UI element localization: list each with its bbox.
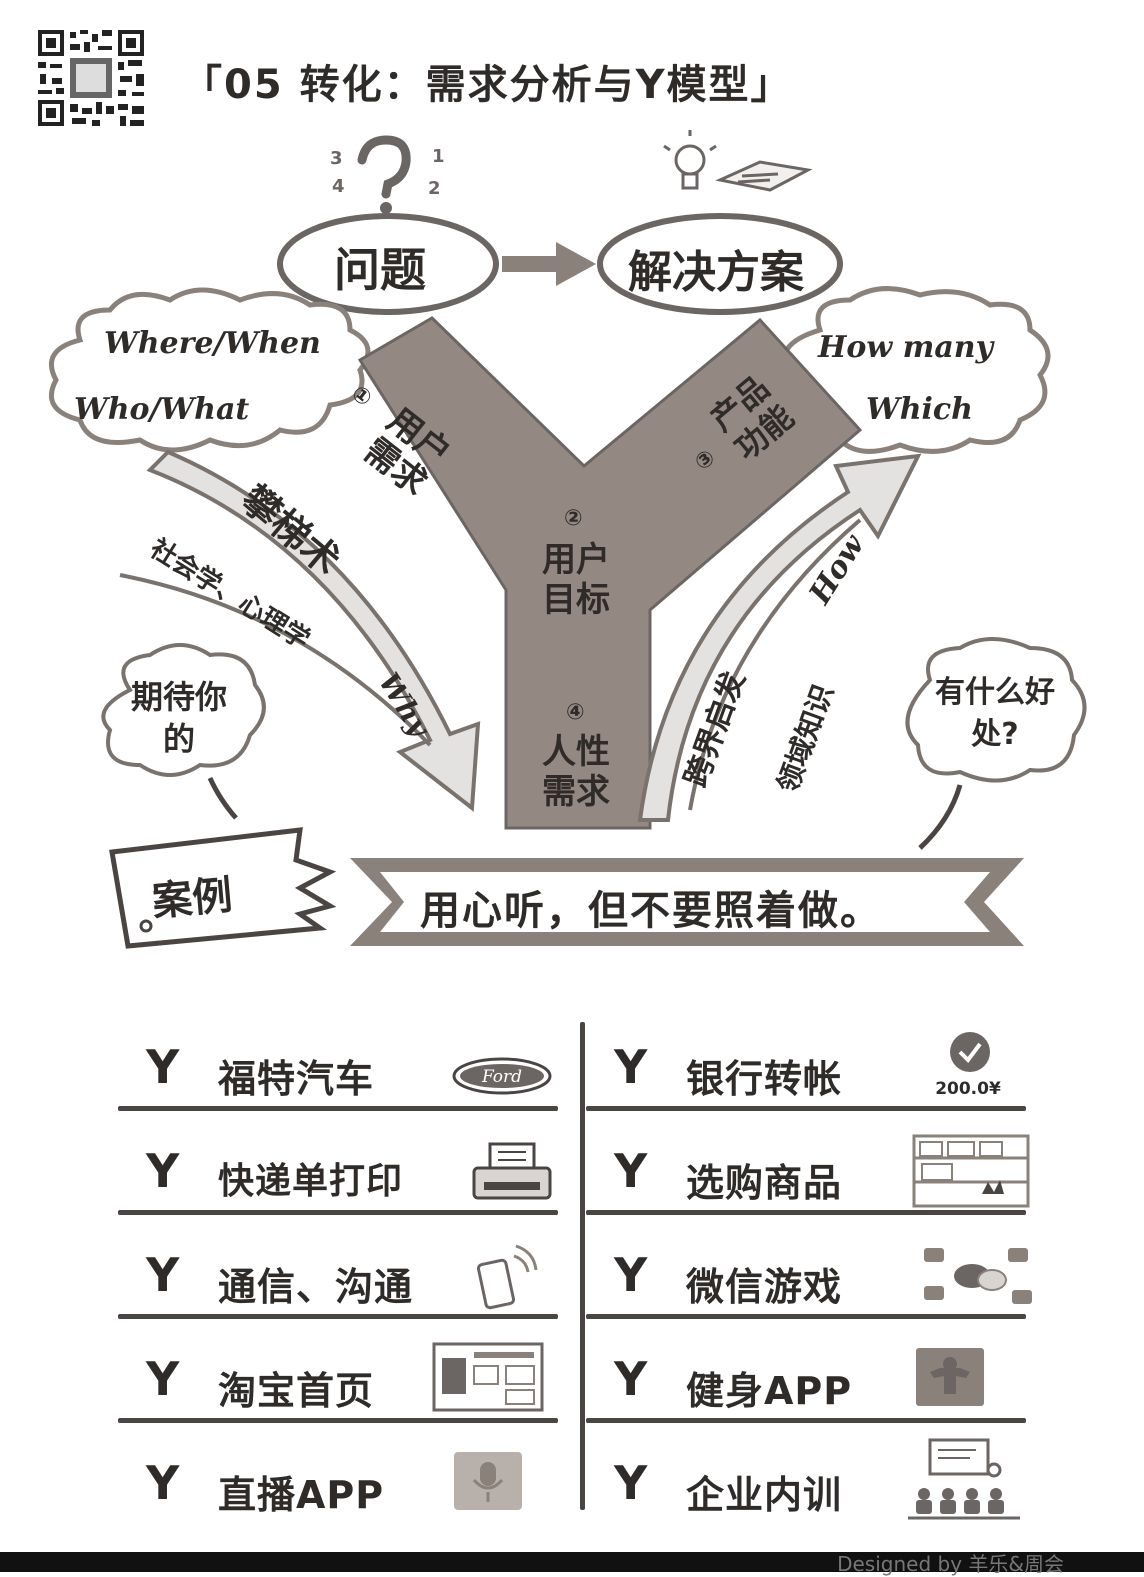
left-cloud-line2: Who/What	[74, 392, 250, 427]
footer-bar	[0, 1552, 1144, 1572]
y-glyph: Y	[614, 1352, 648, 1406]
case-row-ford: Y 福特汽车 Ford	[118, 1030, 558, 1126]
y-glyph: Y	[614, 1040, 648, 1094]
right-speech-bubble	[905, 637, 1087, 783]
case-row-training: Y 企业内训	[586, 1438, 1026, 1542]
solution-label: 解决方案	[628, 247, 804, 298]
ford-logo-icon: Ford	[452, 1057, 552, 1095]
question-number-2: 2	[428, 178, 441, 199]
case-tag-label: 案例	[150, 872, 235, 926]
y-glyph: Y	[146, 1456, 180, 1510]
right-cloud-line1: How many	[818, 330, 994, 365]
svg-text:Ford: Ford	[481, 1067, 522, 1087]
y-glyph: Y	[614, 1248, 648, 1302]
notepad-icon	[715, 160, 813, 192]
qr-code-icon	[36, 28, 146, 128]
right-bubble-tail	[918, 784, 963, 850]
printer-icon	[472, 1142, 552, 1200]
question-dot	[380, 202, 392, 214]
case-label: 银行转帐	[686, 1057, 843, 1101]
left-speech-bubble	[101, 643, 266, 777]
webpage-icon	[432, 1342, 544, 1412]
svg-text:200.0¥: 200.0¥	[935, 1079, 1001, 1099]
case-label: 淘宝首页	[218, 1369, 375, 1413]
shelf-icon	[912, 1134, 1030, 1208]
right-thin-arrow	[688, 518, 862, 811]
left-curved-arrow	[146, 449, 481, 812]
case-row-bank: Y 银行转帐 200.0¥	[586, 1030, 1026, 1126]
y-model-diagram	[49, 130, 1087, 949]
y-glyph: Y	[614, 1456, 648, 1510]
problem-ellipse	[277, 213, 499, 315]
microphone-icon	[454, 1452, 522, 1510]
right-cloud-line2: Which	[866, 392, 973, 427]
case-row-communication: Y 通信、沟通	[118, 1238, 558, 1334]
node2-number: ②	[564, 506, 583, 531]
y-glyph: Y	[146, 1040, 180, 1094]
arrow-right-icon	[502, 242, 596, 286]
node2-label: 用户目标	[542, 540, 610, 620]
case-label: 直播APP	[218, 1473, 385, 1517]
left-cloud	[49, 287, 371, 453]
case-label: 选购商品	[686, 1161, 843, 1205]
page-title: 「05 转化：需求分析与Y模型」	[182, 62, 793, 108]
check-icon: 200.0¥	[935, 1032, 1001, 1099]
case-label: 微信游戏	[686, 1265, 843, 1309]
y-glyph: Y	[146, 1144, 180, 1198]
y-glyph: Y	[146, 1352, 180, 1406]
question-mark-icon	[357, 135, 411, 199]
right-bubble-text: 有什么好处?	[935, 675, 1055, 752]
case-label: 企业内训	[686, 1473, 843, 1517]
node4-label: 人性需求	[542, 732, 610, 812]
y-glyph: Y	[146, 1248, 180, 1302]
case-list: Y 福特汽车 Ford Y 快递单打印 Y 通信、沟通 Y 淘宝首页	[118, 1022, 1032, 1530]
question-number-1: 1	[432, 146, 445, 167]
case-row-wechat-game: Y 微信游戏	[586, 1238, 1032, 1334]
y-shape	[357, 316, 863, 830]
fitness-icon	[916, 1348, 984, 1406]
case-row-fitness: Y 健身APP	[586, 1342, 1026, 1438]
question-number-4: 4	[332, 176, 345, 197]
left-cloud-line1: Where/When	[104, 326, 321, 361]
case-label: 快递单打印	[218, 1161, 404, 1202]
chat-icon	[924, 1248, 1032, 1304]
slogan-text: 用心听，但不要照着做。	[420, 888, 882, 934]
y-glyph: Y	[614, 1144, 648, 1198]
case-label: 健身APP	[686, 1369, 853, 1413]
designer-credit: Designed by 羊乐&周会	[837, 1552, 1064, 1576]
phone-icon	[476, 1244, 538, 1310]
case-label: 福特汽车	[218, 1057, 375, 1101]
light-bulb-icon	[663, 130, 717, 190]
case-row-printer: Y 快递单打印	[118, 1134, 558, 1230]
case-tag	[109, 827, 337, 949]
case-row-shopping: Y 选购商品	[586, 1134, 1030, 1230]
left-thin-arrow	[119, 573, 432, 747]
left-bubble-tail	[207, 776, 238, 820]
node4-number: ④	[566, 700, 585, 725]
left-bubble-text: 期待你的	[130, 678, 227, 758]
problem-label: 问题	[334, 243, 426, 297]
case-label: 通信、沟通	[218, 1265, 414, 1309]
training-icon	[908, 1438, 1020, 1520]
question-number-3: 3	[330, 148, 343, 169]
case-divider	[580, 1022, 585, 1510]
solution-ellipse	[597, 213, 843, 315]
case-row-taobao: Y 淘宝首页	[118, 1342, 558, 1438]
case-row-live: Y 直播APP	[118, 1446, 558, 1542]
right-curved-arrow	[637, 453, 922, 822]
